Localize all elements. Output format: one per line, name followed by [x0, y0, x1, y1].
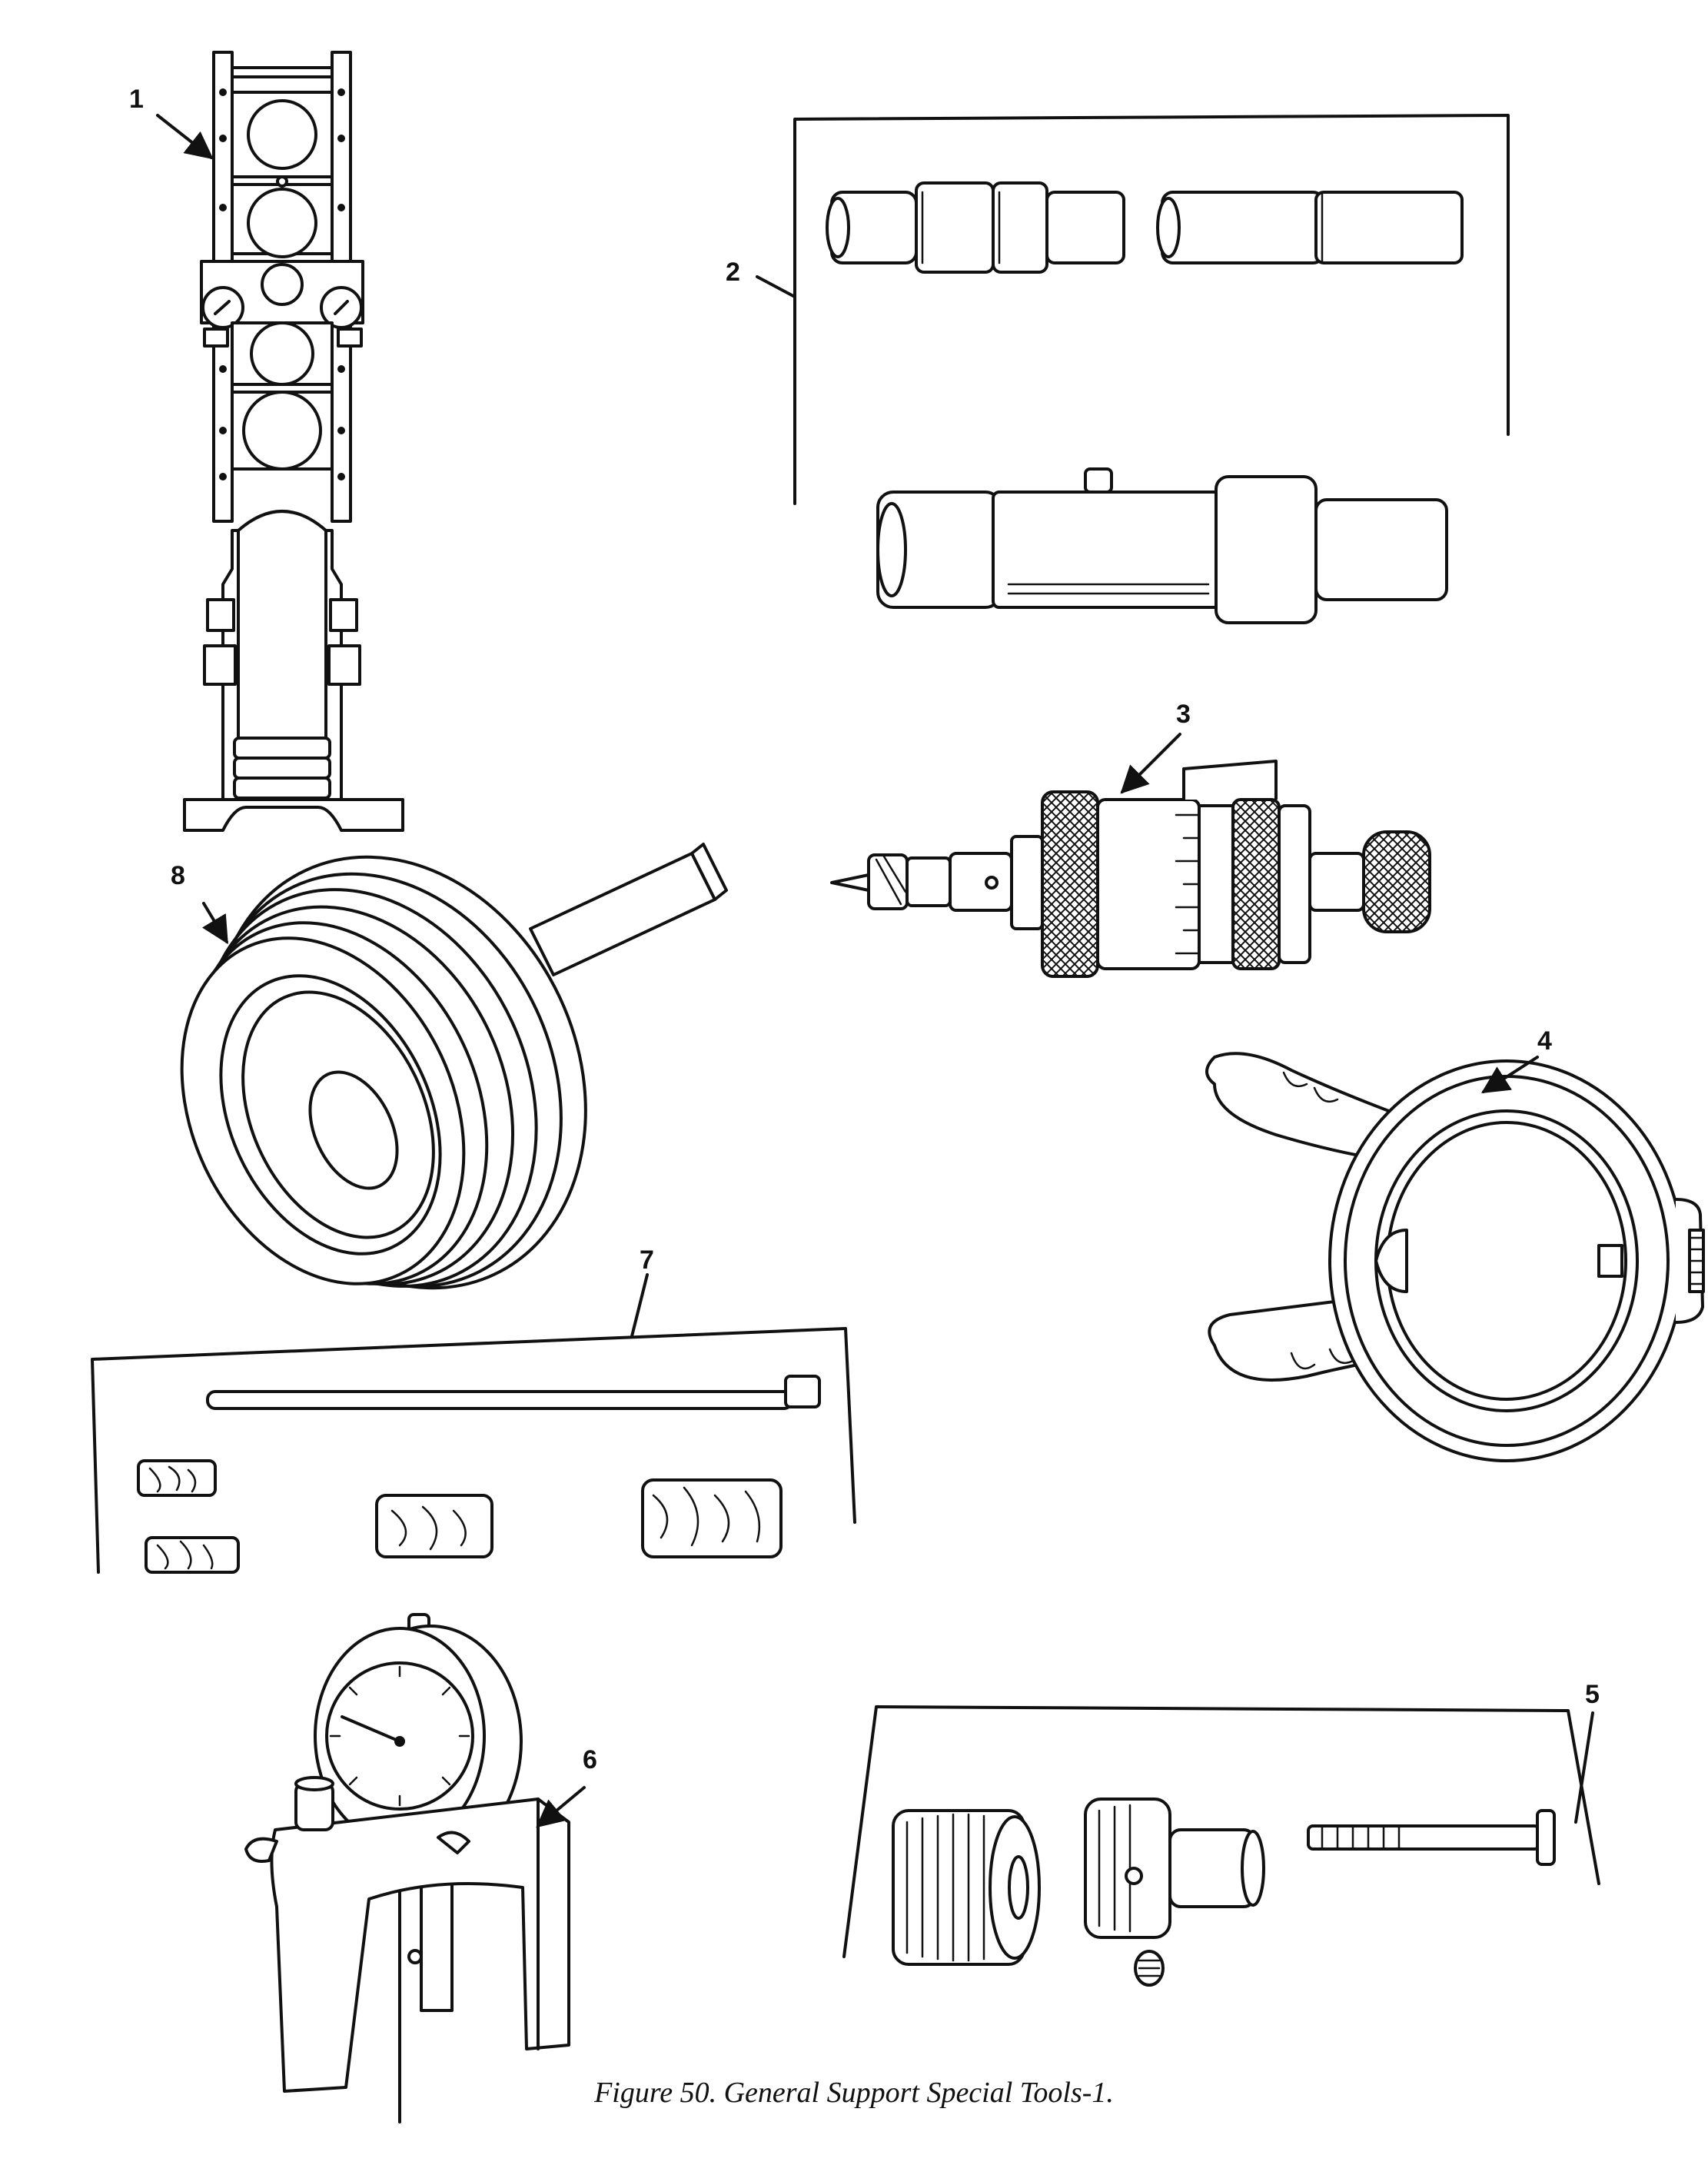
tool-8-pulley	[180, 843, 728, 1290]
tool-1-fixture	[183, 51, 404, 832]
spring-coils	[1688, 1236, 1705, 1285]
callout-3: 3	[1176, 700, 1191, 729]
figure-caption: Figure 50. General Support Special Tools…	[594, 2077, 1114, 2109]
callout-1: 1	[129, 85, 144, 114]
tool-2-sleeves	[793, 114, 1510, 624]
long-adapter	[876, 467, 1448, 624]
bushing-small-a	[137, 1459, 217, 1497]
tool-4-ring-compressor	[1205, 1052, 1705, 1462]
sleeve-a	[826, 181, 1125, 274]
tool-3-micrometer	[830, 760, 1431, 978]
tool-6-dial-gauge	[244, 1613, 570, 2123]
installer-nut	[1134, 1950, 1165, 1987]
callout-5: 5	[1585, 1680, 1600, 1709]
tool-7-bushing-set	[91, 1273, 856, 1574]
callout-7: 7	[640, 1245, 654, 1275]
installer-disk-a	[892, 1809, 1041, 1966]
sleeve-b	[1156, 191, 1464, 264]
leader-lines	[156, 114, 1594, 1828]
bushing-large	[641, 1478, 783, 1558]
callout-2: 2	[726, 258, 740, 287]
dial-ticks	[329, 1665, 470, 1807]
scale-ticks	[1175, 813, 1201, 955]
rivets	[219, 88, 345, 481]
tool-5-seal-installer	[842, 1705, 1600, 1987]
callout-6: 6	[583, 1745, 597, 1774]
bushing-small-b	[145, 1536, 240, 1574]
callout-4: 4	[1537, 1026, 1552, 1056]
callout-8: 8	[171, 861, 185, 890]
installer-bolt	[1307, 1809, 1556, 1866]
installer-disk-b	[1084, 1798, 1265, 1939]
bushing-medium	[375, 1494, 493, 1558]
